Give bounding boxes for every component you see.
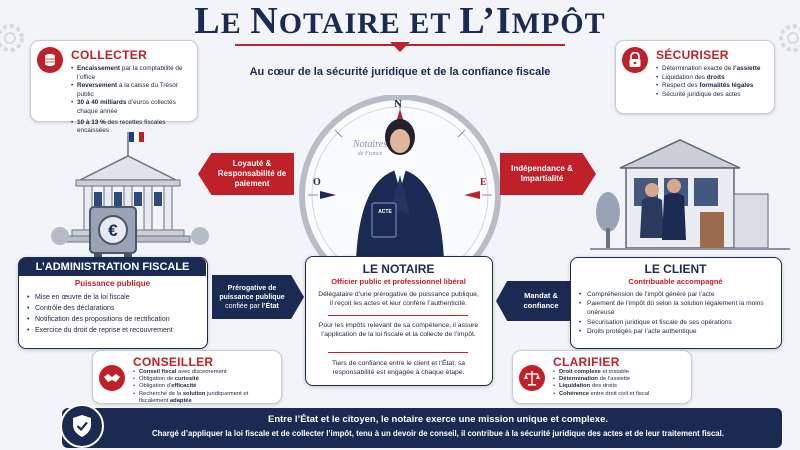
box-administration-fiscale: L’ADMINISTRATION FISCALE Puissance publi… xyxy=(18,257,208,349)
list-item: Recherche de la solution juridiquement e… xyxy=(133,391,279,405)
title-part: MPÔT xyxy=(511,7,606,40)
list-item: Sécurité juridique des actes xyxy=(656,91,772,100)
title-part: N xyxy=(250,0,279,42)
box-notaire-para3: Tiers de confiance entre le client et l’… xyxy=(331,360,466,376)
list-item: Conseil fiscal avec discernement xyxy=(133,369,279,376)
list-item: Sécurisation juridique et fiscale de ses… xyxy=(579,318,777,327)
card-collecter: COLLECTER Encaissement par la comptabili… xyxy=(30,40,198,134)
banner-line-1: Entre l’État et le citoyen, le notaire e… xyxy=(268,414,608,425)
list-item: Encaissement par la comptabilité de l’of… xyxy=(71,65,193,82)
title-part: OTAIRE ET xyxy=(278,7,460,40)
list-item: Reversement à la caisse du Trésor public xyxy=(71,82,193,99)
card-conseiller-list: Conseil fiscal avec discernement Obligat… xyxy=(133,369,279,405)
gear-decoration-right xyxy=(779,24,800,52)
card-securiser: SÉCURISER Détermination exacte de l’assi… xyxy=(615,40,775,114)
box-client-list: Compréhension de l’impôt généré par l’ac… xyxy=(579,290,777,336)
card-clarifier-title: CLARIFIER xyxy=(553,355,620,369)
list-item: Liquidation des droits xyxy=(656,74,772,83)
compass-west-label: O xyxy=(313,177,321,188)
box-le-client: LE CLIENT Contribuable accompagné Compré… xyxy=(570,257,782,349)
list-item: Respect des formalités légales xyxy=(656,82,772,91)
title-part: L’I xyxy=(459,0,512,42)
card-clarifier-list: Droit complexe et instable Détermination… xyxy=(553,369,689,398)
list-item: Droits protégés par l’acte authentique xyxy=(579,327,777,336)
card-collecter-title: COLLECTER xyxy=(71,48,148,62)
lock-icon xyxy=(622,47,648,73)
box-client-subtitle: Contribuable accompagné xyxy=(628,277,723,286)
gear-decoration-left xyxy=(0,24,24,52)
list-item: Détermination exacte de l’assiette xyxy=(656,65,772,74)
card-clarifier: CLARIFIER Droit complexe et instable Dét… xyxy=(512,350,692,404)
page-title: LE NOTAIRE ET L’IMPÔT xyxy=(0,2,800,41)
banner-line-2: Chargé d’appliquer la loi fiscale et de … xyxy=(152,429,724,438)
box-administration-title: L’ADMINISTRATION FISCALE xyxy=(19,258,206,276)
card-securiser-title: SÉCURISER xyxy=(656,48,729,62)
card-securiser-list: Détermination exacte de l’assiette Liqui… xyxy=(656,65,772,99)
arrow-mandat: Mandat & confiance xyxy=(496,281,576,321)
coins-icon xyxy=(37,47,63,73)
title-part: E xyxy=(220,7,251,40)
svg-text:€: € xyxy=(108,221,118,240)
box-notaire-title: LE NOTAIRE xyxy=(362,262,435,276)
scales-icon xyxy=(519,365,545,391)
divider xyxy=(328,352,468,353)
box-notaire-para2: Pour les impôts relevant de sa compétenc… xyxy=(318,322,479,338)
acte-book-label: ACTE xyxy=(378,209,392,215)
list-item: Mise en œuvre de la loi fiscale xyxy=(27,292,205,303)
list-item: Exercice du droit de reprise et recouvre… xyxy=(27,325,205,336)
arrow-independance: Indépendance & Impartialité xyxy=(500,153,596,195)
list-item: Liquidation des droits xyxy=(553,383,689,390)
title-part: L xyxy=(194,0,221,42)
list-item: Droit complexe et instable xyxy=(553,369,689,376)
compass-north-label: N xyxy=(394,98,402,110)
box-notaire-subtitle: Officier public et professionnel libéral xyxy=(331,277,466,286)
list-item: Contrôle des déclarations xyxy=(27,303,205,314)
divider xyxy=(328,315,468,316)
compass-illustration xyxy=(299,95,501,260)
list-item: Obligation d’efficacité xyxy=(133,383,279,390)
arrow-loyaute: Loyauté & Responsabilité de paiement xyxy=(198,153,294,195)
client-house-illustration xyxy=(590,139,790,250)
card-conseiller: CONSEILLER Conseil fiscal avec discernem… xyxy=(92,350,282,404)
card-collecter-list: Encaissement par la comptabilité de l’of… xyxy=(71,65,193,136)
box-notaire-para1: Délégataire d’une prérogative de puissan… xyxy=(318,291,479,307)
list-item: Cohérence entre droit civil et fiscal xyxy=(553,391,689,398)
title-divider-notch xyxy=(390,42,410,52)
list-item: 10 à 13 % des recettes fiscales encaissé… xyxy=(71,119,193,136)
box-administration-list: Mise en œuvre de la loi fiscale Contrôle… xyxy=(27,292,205,336)
bottom-banner: Entre l’État et le citoyen, le notaire e… xyxy=(62,408,782,448)
compass-east-label: E xyxy=(480,177,487,188)
card-conseiller-title: CONSEILLER xyxy=(133,355,214,369)
euro-safe-icon: € xyxy=(89,206,137,257)
list-item: Détermination de l’assiette xyxy=(553,376,689,383)
list-item: Compréhension de l’impôt généré par l’ac… xyxy=(579,290,777,299)
box-administration-subtitle: Puissance publique xyxy=(74,279,151,288)
box-le-notaire: LE NOTAIRE Officier public et profession… xyxy=(305,256,493,386)
list-item: Notification des propositions de rectifi… xyxy=(27,314,205,325)
list-item: 30 à 40 milliards d’euros collectés chaq… xyxy=(71,99,193,116)
list-item: Obligation de curiosité xyxy=(133,376,279,383)
handshake-icon xyxy=(99,365,125,391)
page-subtitle: Au cœur de la sécurité juridique et de l… xyxy=(249,66,551,78)
shield-check-icon xyxy=(60,404,104,448)
list-item: Paiement de l’impôt dû selon la solution… xyxy=(579,299,777,317)
box-client-title: LE CLIENT xyxy=(644,262,707,276)
notaires-logo: Notaires de France xyxy=(352,139,388,158)
